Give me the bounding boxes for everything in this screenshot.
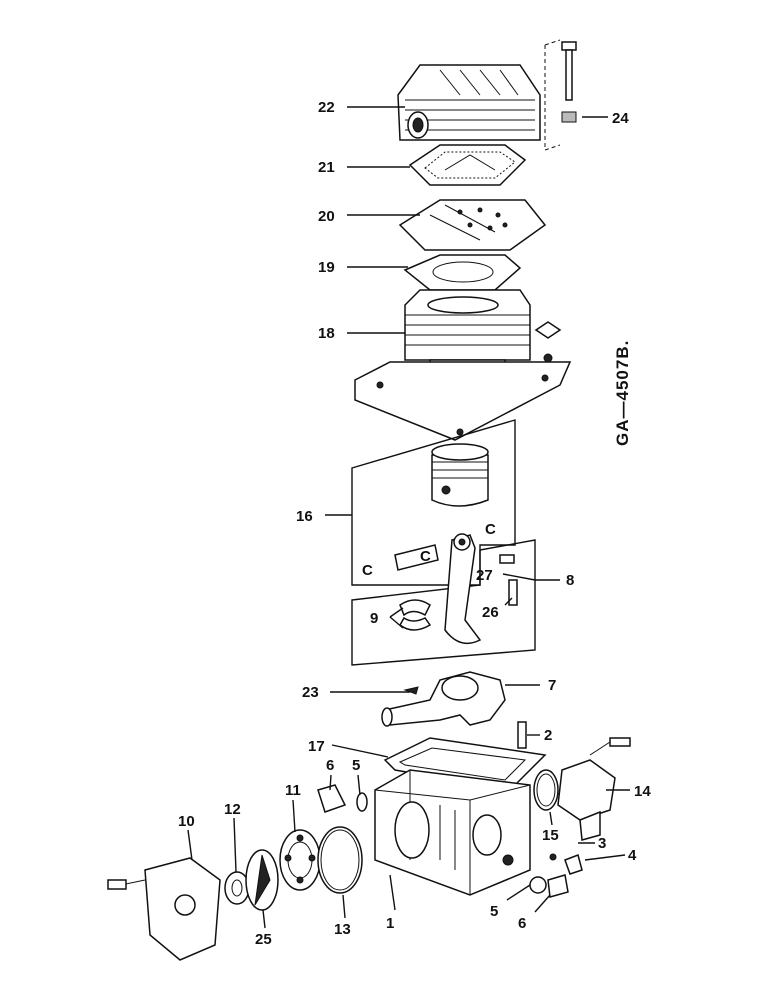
callout-6-top: 6 [326, 757, 334, 774]
section-mark-c1: C [362, 562, 373, 579]
callout-2: 2 [544, 727, 552, 744]
crankcase-part [374, 769, 531, 896]
callout-26: 26 [482, 604, 499, 621]
callout-7: 7 [548, 677, 556, 694]
cylinder-head-part [397, 64, 541, 141]
callout-8: 8 [566, 572, 574, 589]
callout-18: 18 [318, 325, 335, 342]
pin-part [517, 721, 527, 749]
callout-15: 15 [542, 827, 559, 844]
callout-3: 3 [598, 835, 606, 852]
callout-24: 24 [612, 110, 629, 127]
callout-10: 10 [178, 813, 195, 830]
cylinder-part [354, 289, 572, 441]
fan-disc-part [245, 849, 279, 911]
piston-kit-panel: C C C [351, 419, 516, 586]
small-fittings-part [529, 853, 583, 898]
crankshaft-part [381, 671, 506, 727]
callout-6-bottom: 6 [518, 915, 526, 932]
callout-17: 17 [308, 738, 325, 755]
callout-9: 9 [370, 610, 378, 627]
cover-plate-part [107, 857, 221, 961]
drawing-code: GA—4507B. [613, 340, 632, 446]
callout-11: 11 [285, 782, 301, 799]
callout-19: 19 [318, 259, 335, 276]
leader-lines [187, 106, 630, 929]
plug-part [317, 784, 368, 813]
callout-5-bottom: 5 [490, 903, 498, 920]
callout-14: 14 [634, 783, 651, 800]
crankcase-gasket-part [383, 737, 547, 791]
seal-ring-part [533, 769, 559, 811]
section-mark-c3: C [420, 548, 431, 565]
callout-4: 4 [628, 847, 637, 864]
callout-20: 20 [318, 208, 335, 225]
head-bolt-part [544, 39, 577, 151]
head-gasket-part [408, 144, 527, 186]
callout-5-top: 5 [352, 757, 360, 774]
section-mark-c2: C [485, 521, 496, 538]
callout-16: 16 [296, 508, 313, 525]
callout-23: 23 [302, 684, 319, 701]
o-ring-part [317, 826, 363, 894]
side-cover-part [557, 737, 631, 841]
valve-plate-gasket-part [403, 254, 522, 291]
callout-13: 13 [334, 921, 351, 938]
valve-plate-part [398, 199, 547, 251]
callout-1: 1 [386, 915, 394, 932]
callout-labels: 22 24 21 20 19 18 16 27 8 9 26 23 7 2 17… [178, 99, 651, 948]
callout-22: 22 [318, 99, 335, 116]
callout-21: 21 [318, 159, 335, 176]
callout-27: 27 [476, 567, 493, 584]
bearing-part [279, 829, 321, 891]
callout-25: 25 [255, 931, 272, 948]
callout-12: 12 [224, 801, 241, 818]
connecting-rod-panel [351, 533, 536, 666]
